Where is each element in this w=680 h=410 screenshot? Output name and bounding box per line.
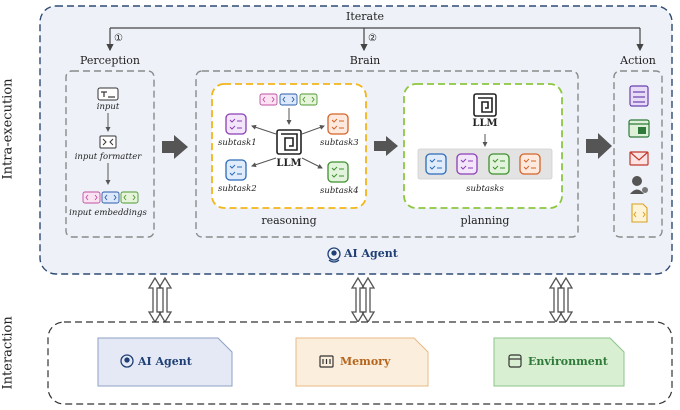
input-embeddings-icons (82, 191, 139, 204)
browser-window-icon (628, 119, 650, 138)
reasoning-label: reasoning (261, 214, 317, 227)
subtask4-icon (327, 161, 349, 183)
side-label-interaction: Interaction (0, 316, 16, 390)
subtask3-icon (327, 113, 349, 135)
code-file-icon (631, 203, 648, 223)
card-ai-agent-shape (97, 337, 233, 387)
iterate-loop (106, 27, 644, 52)
agent-label: AI Agent (344, 247, 398, 260)
bidirectional-arrow-agent (147, 276, 173, 324)
input-embeddings-label: input embeddings (69, 208, 147, 218)
bidirectional-arrow-environment (548, 276, 574, 324)
input-formatter-label: input formatter (74, 152, 142, 162)
flow-arrow-brain-action (586, 133, 612, 159)
card-memory-shape (295, 337, 429, 387)
subtask1-icon (225, 113, 247, 135)
planning-label: planning (460, 214, 510, 227)
reasoning-embeddings-icons (259, 93, 318, 106)
step-marker-1: ① (114, 33, 123, 44)
subtask2-label: subtask2 (218, 184, 257, 194)
card-memory-label: Memory (340, 355, 391, 368)
subtask4-label: subtask4 (320, 186, 359, 196)
subtask2-icon (225, 159, 247, 181)
bidirectional-arrow-memory (350, 276, 376, 324)
robot-head-icon (327, 247, 341, 263)
planning-subtask-icons (425, 153, 541, 175)
subtask3-label: subtask3 (320, 138, 359, 148)
card-environment-label: Environment (528, 355, 608, 368)
card-ai-agent-label: AI Agent (138, 355, 192, 368)
side-label-intra-execution: Intra-execution (0, 78, 16, 180)
flow-arrow-reasoning-planning (374, 136, 398, 156)
user-settings-icon (630, 176, 648, 194)
step-marker-2: ② (368, 33, 377, 44)
memory-chip-icon (319, 355, 334, 368)
mail-icon (629, 151, 649, 166)
server-icon (629, 85, 649, 107)
brain-title: Brain (349, 54, 381, 67)
perception-title: Perception (79, 54, 141, 67)
robot-icon-card (120, 354, 134, 368)
flow-arrow-perception-brain (162, 135, 188, 159)
input-icon (97, 87, 119, 101)
subtasks-tray (417, 148, 553, 180)
card-environment-shape (493, 337, 625, 387)
iterate-label: Iterate (345, 10, 385, 23)
llm-brain-icon-planning (473, 93, 497, 117)
llm-brain-icon-reasoning (276, 129, 302, 155)
subtask1-label: subtask1 (218, 138, 257, 148)
brain-frame (195, 70, 579, 238)
subtasks-label: subtasks (466, 184, 504, 194)
input-label: input (96, 102, 120, 112)
planning-llm-label: LLM (472, 118, 498, 129)
action-title: Action (620, 54, 656, 67)
reasoning-llm-label: LLM (276, 158, 302, 169)
action-frame (613, 70, 663, 238)
input-formatter-icon (99, 135, 117, 149)
environment-box-icon (508, 354, 522, 368)
perception-frame (65, 70, 155, 238)
